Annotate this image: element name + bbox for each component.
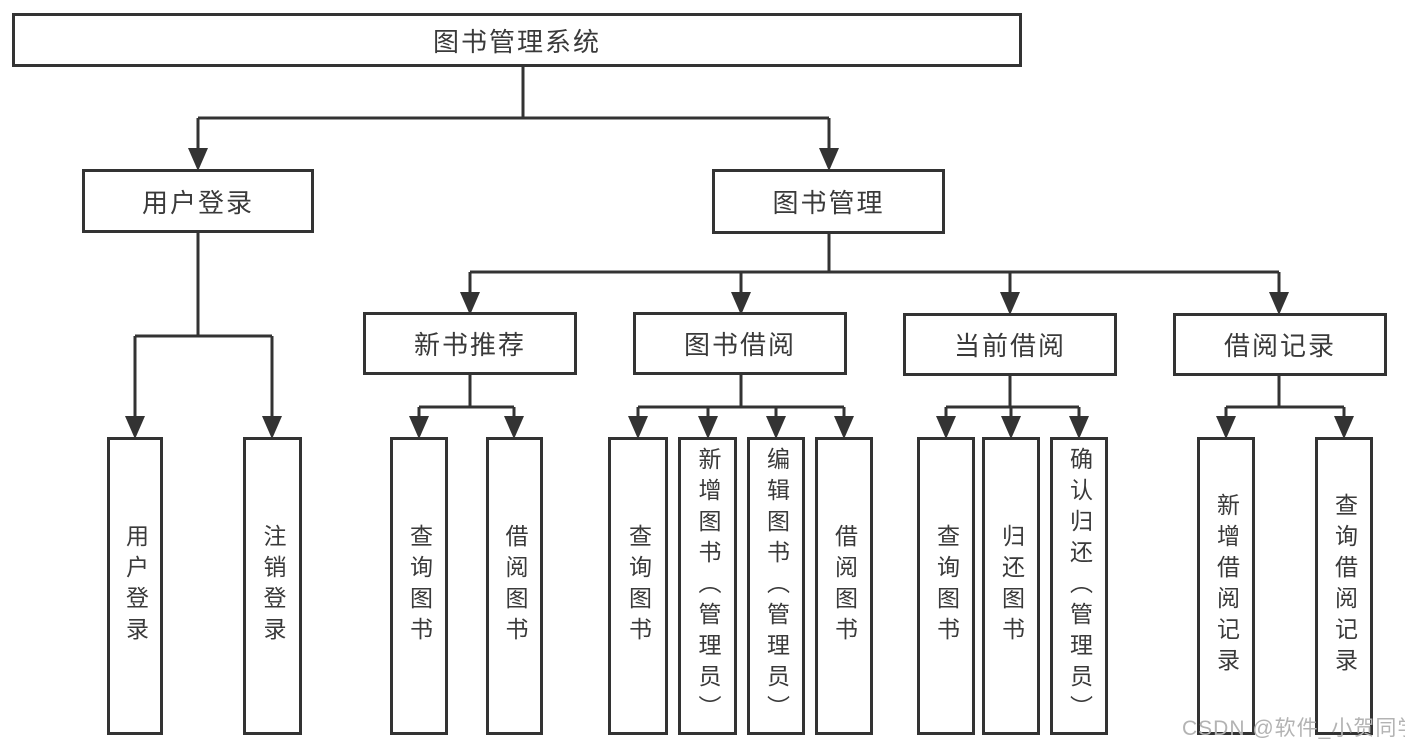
leaf-recommend-query-books: 查询图书 <box>390 437 448 735</box>
node-borrow-records: 借阅记录 <box>1173 313 1387 376</box>
leaf-query-borrow-record: 查询借阅记录 <box>1315 437 1373 735</box>
node-current-borrow: 当前借阅 <box>903 313 1117 376</box>
leaf-logout: 注销登录 <box>243 437 302 735</box>
node-user-login: 用户登录 <box>82 169 314 233</box>
leaf-add-borrow-record: 新增借阅记录 <box>1197 437 1255 735</box>
leaf-return-books: 归还图书 <box>982 437 1040 735</box>
node-book-management: 图书管理 <box>712 169 945 234</box>
node-new-book-recommend: 新书推荐 <box>363 312 577 375</box>
leaf-borrow-books: 借阅图书 <box>815 437 873 735</box>
node-book-borrow: 图书借阅 <box>633 312 847 375</box>
leaf-current-query-books: 查询图书 <box>917 437 975 735</box>
leaf-borrow-query-books: 查询图书 <box>608 437 668 735</box>
leaf-add-books-admin: 新增图书（管理员） <box>678 437 737 735</box>
node-library-system: 图书管理系统 <box>12 13 1022 67</box>
csdn-watermark: CSDN @软件_小贺同学 <box>1182 717 1405 740</box>
leaf-recommend-borrow-books: 借阅图书 <box>486 437 543 735</box>
leaf-user-login: 用户登录 <box>107 437 163 735</box>
leaf-confirm-return-admin: 确认归还（管理员） <box>1050 437 1108 735</box>
leaf-edit-books-admin: 编辑图书（管理员） <box>747 437 805 735</box>
